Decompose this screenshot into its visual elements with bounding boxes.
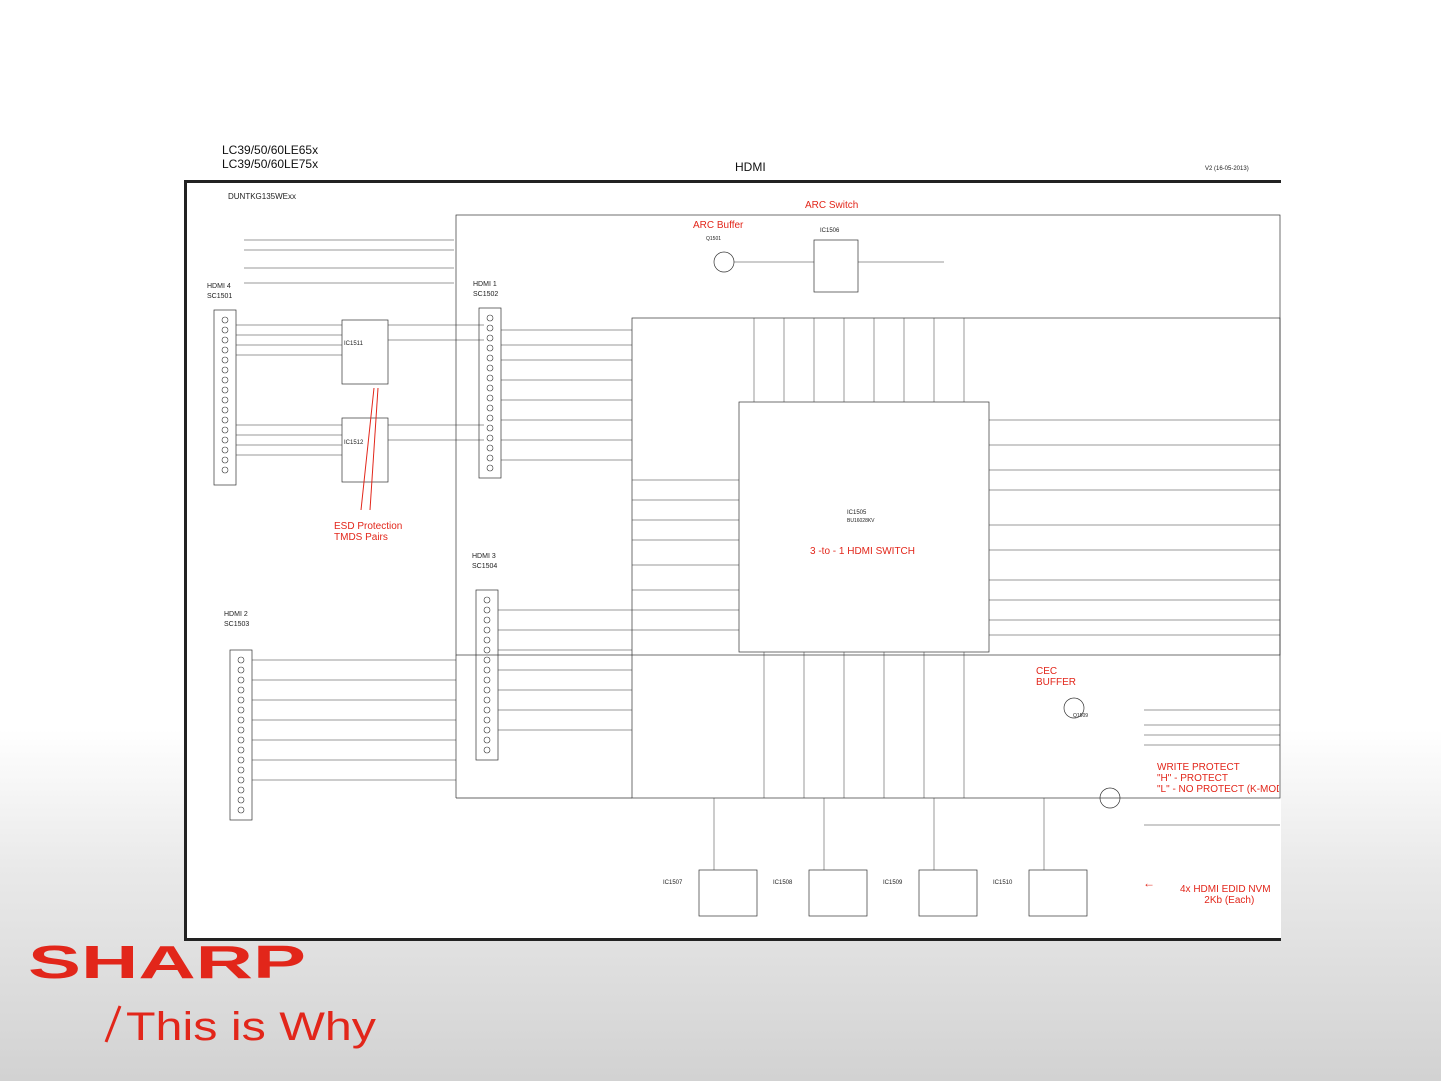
- ic1511-body: [341, 319, 389, 385]
- ic1510-label: IC1510: [993, 880, 1013, 886]
- hdmi1-connector-ref: SC1502: [473, 291, 499, 298]
- ic1512-label: IC1512: [344, 440, 364, 446]
- wp-note-line-1: WRITE PROTECT: [1157, 762, 1240, 773]
- hdmi3-connector: [475, 589, 499, 761]
- sheet-title: HDMI: [735, 160, 766, 174]
- esd-note-line-1: ESD Protection: [334, 521, 403, 532]
- ic1505-part: BU16028KV: [847, 518, 875, 524]
- ic1505-body: [738, 401, 990, 653]
- esd-note: ESD Protection TMDS Pairs: [334, 521, 402, 543]
- schematic-drawing: [213, 214, 1281, 917]
- hdmi3-title: HDMI 3: [472, 553, 496, 560]
- esd-note-line-2: TMDS Pairs: [334, 532, 388, 543]
- hdmi2-title: HDMI 2: [224, 611, 248, 618]
- sharp-logo: SHARP: [28, 940, 306, 985]
- tagline: This is Why: [104, 1005, 376, 1049]
- ic1506-label: IC1506: [820, 228, 840, 234]
- cec-note-line-1: CEC: [1036, 666, 1058, 677]
- cec-note-line-2: BUFFER: [1036, 677, 1076, 688]
- edid-note: 4x HDMI EDID NVM 2Kb (Each): [1180, 884, 1271, 906]
- hdmi4-connector-ref: SC1501: [207, 293, 233, 300]
- hdmi2-connector-ref: SC1503: [224, 621, 250, 628]
- hdmi3-connector-ref: SC1504: [472, 563, 498, 570]
- hdmi1-connector: [478, 307, 502, 479]
- edid-note-line-1: 4x HDMI EDID NVM: [1180, 884, 1271, 895]
- ic1511-label: IC1511: [344, 341, 363, 347]
- q1509-symbol: [1063, 697, 1085, 719]
- hdmi4-connector: [213, 309, 237, 486]
- signal-wires: [236, 239, 1280, 870]
- q1501-symbol: [713, 251, 735, 273]
- ic1505-label: IC1505: [847, 510, 867, 516]
- q1501-label: Q1501: [706, 236, 722, 242]
- q1509-label: Q1509: [1073, 713, 1089, 719]
- tagline-slash-icon: [104, 1005, 122, 1043]
- connector-pins: [221, 314, 494, 814]
- switch-bus-box: [631, 317, 1281, 799]
- arc-switch-note: ARC Switch: [805, 200, 859, 211]
- schematic-frame: [184, 180, 1281, 941]
- edid-arrow-icon: ←: [1143, 876, 1155, 890]
- model-line-2: LC39/50/60LE75x: [222, 157, 319, 171]
- ic1508-body: [808, 869, 868, 917]
- ic1508-label: IC1508: [773, 880, 793, 886]
- model-line-1: LC39/50/60LE65x: [222, 143, 319, 157]
- ic1512-body: [341, 417, 389, 483]
- switch-region-box: [455, 214, 1281, 656]
- ic1507-label: IC1507: [663, 880, 683, 886]
- ic1506-body: [813, 239, 859, 293]
- wp-note-line-2: "H" - PROTECT: [1157, 773, 1228, 784]
- arc-buffer-note: ARC Buffer: [693, 220, 744, 231]
- write-protect-note: WRITE PROTECT "H" - PROTECT "L" - NO PRO…: [1157, 762, 1279, 795]
- ic1507-body: [698, 869, 758, 917]
- revision-label: V2 (16-05-2013): [1205, 166, 1249, 172]
- hdmi2-connector: [229, 649, 253, 821]
- hdmi1-title: HDMI 1: [473, 281, 497, 288]
- hdmi4-title: HDMI 4: [207, 283, 231, 290]
- model-numbers: LC39/50/60LE65x LC39/50/60LE75x: [222, 143, 318, 171]
- tagline-text: This is Why: [126, 1005, 376, 1049]
- ic1509-label: IC1509: [883, 880, 903, 886]
- write-protect-transistor: [1099, 787, 1121, 809]
- wp-note-line-3: "L" - NO PROTECT (K-MODE): [1157, 784, 1279, 795]
- sharp-logo-text: SHARP: [28, 940, 306, 985]
- cec-buffer-note: CEC BUFFER: [1036, 666, 1076, 688]
- ic1510-body: [1028, 869, 1088, 917]
- ic1509-body: [918, 869, 978, 917]
- board-code: DUNTKG135WExx: [228, 192, 297, 201]
- edid-note-line-2: 2Kb (Each): [1204, 895, 1255, 906]
- hdmi-switch-note: 3 -to - 1 HDMI SWITCH: [810, 546, 916, 557]
